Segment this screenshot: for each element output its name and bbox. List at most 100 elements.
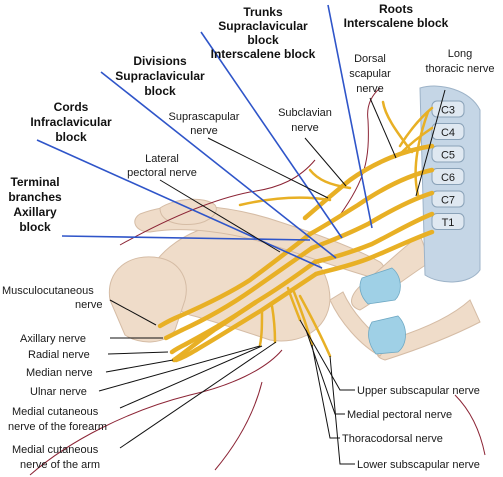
axillary-branch	[163, 327, 185, 341]
terminal-label-line4: block	[19, 220, 51, 234]
terminal-label-line3: Axillary	[13, 205, 57, 219]
roots-label-line1: Roots	[379, 2, 413, 16]
dorsal-scapular-label-2: scapular	[349, 68, 391, 80]
vertebra-t1-body	[431, 213, 465, 230]
musculocutaneous-label-1: Musculocutaneous	[2, 285, 94, 297]
divisions-label-line1: Divisions	[133, 54, 187, 68]
vertebra-c4-label: C4	[441, 127, 455, 139]
terminal-label-line1: Terminal	[10, 175, 59, 189]
upper-subscapular-label: Upper subscapular nerve	[357, 385, 480, 397]
costal-cartilage-2	[368, 315, 406, 355]
cords-block-line	[36, 139, 323, 269]
suprascapular-branch	[238, 196, 332, 207]
trunks-label-line1: Trunks	[243, 5, 283, 19]
thoracodorsal-label: Thoracodorsal nerve	[342, 433, 443, 445]
leader-median	[105, 359, 174, 373]
costal-cartilage-1	[359, 267, 401, 305]
vertebra-c7-body	[431, 190, 465, 208]
leader-musculocutaneous	[109, 299, 157, 326]
lateral-cord	[177, 231, 313, 319]
leader-med-cut-arm	[119, 341, 277, 449]
vertebra-c6-body	[431, 168, 465, 185]
leader-thoracodorsal	[311, 344, 340, 439]
vessel-upper-right	[339, 87, 381, 216]
vessel-lower-left	[29, 349, 283, 476]
subclavian-label-1: Subclavian	[278, 107, 332, 119]
lower-subscapular-branch	[298, 294, 332, 358]
upper-root-c3c4	[398, 106, 434, 148]
terminal-label-line2: branches	[8, 190, 62, 204]
divisions-block-line	[100, 71, 337, 259]
upper-subscapular-branch	[286, 286, 302, 322]
block-level-lines	[36, 4, 373, 269]
trunks-label-line3: block	[247, 33, 279, 47]
lateral-pectoral-label-1: Lateral	[145, 153, 179, 165]
cords-label-line3: block	[55, 130, 87, 144]
dorsal-scapular-branch	[381, 100, 414, 154]
cords-label-line1: Cords	[54, 100, 89, 114]
cords-label-line2: Infraclavicular	[30, 115, 112, 129]
leader-lateral-pectoral	[159, 179, 281, 253]
leader-suprascapular	[207, 137, 329, 199]
med-cut-arm-label-1: Medial cutaneous	[12, 444, 99, 456]
med-cut-forearm-label-1: Medial cutaneous	[12, 406, 99, 418]
leader-lower-subscapular	[329, 355, 355, 465]
musculocutaneous-branch	[157, 313, 183, 329]
long-thoracic-label-1: Long	[448, 48, 472, 60]
med-cut-forearm-label-2: nerve of the forearm	[8, 421, 107, 433]
med-cut-arm-label-2: nerve of the arm	[20, 459, 100, 471]
leader-subclavian	[304, 137, 347, 187]
med-cut-forearm-branch	[258, 308, 264, 347]
divisions-label-line3: block	[144, 84, 176, 98]
root-t1	[313, 229, 435, 277]
nerve-labels: Dorsal scapular nerve Long thoracic nerv…	[2, 48, 495, 471]
ulnar-branch	[171, 299, 259, 363]
long-thoracic-label-2: thoracic nerve	[425, 63, 494, 75]
vertebra-c6-label: C6	[441, 172, 455, 184]
block-labels: Roots Interscalene block Trunks Supracla…	[8, 2, 448, 234]
vessel-upper-left	[119, 159, 316, 246]
leader-lines	[98, 89, 446, 465]
roots-label-line2: Interscalene block	[344, 16, 449, 30]
trunks-label-line2: Supraclavicular	[218, 19, 308, 33]
leader-radial	[107, 351, 169, 355]
median-label: Median nerve	[26, 367, 93, 379]
leader-med-cut-forearm	[119, 345, 263, 409]
ulnar-label: Ulnar nerve	[30, 386, 87, 398]
medial-pectoral-label: Medial pectoral nerve	[347, 409, 452, 421]
vertebra-c5-label: C5	[441, 150, 455, 162]
vessels	[29, 87, 486, 476]
vertebra-c7-label: C7	[441, 195, 455, 207]
vertebra-c4-body	[431, 123, 465, 140]
musculocutaneous-label-2: nerve	[75, 299, 103, 311]
dorsal-scapular-label-3: nerve	[356, 83, 384, 95]
root-c8	[312, 211, 435, 265]
radial-branch	[169, 341, 189, 355]
brachial-plexus-nerves	[157, 100, 435, 363]
leader-upper-subscapular	[299, 319, 355, 391]
vertebra-c3-label: C3	[441, 105, 455, 117]
axillary-label: Axillary nerve	[20, 333, 86, 345]
vertebra-c5-body	[431, 145, 465, 163]
humerus	[108, 256, 187, 343]
lateral-pectoral-label-2: pectoral nerve	[127, 167, 197, 179]
leader-long-thoracic	[415, 89, 446, 197]
terminal-block-line	[61, 235, 311, 241]
divisions-label-line2: Supraclavicular	[115, 69, 205, 83]
leader-dorsal-scapular	[369, 97, 397, 159]
root-c6	[307, 167, 435, 237]
radial-label: Radial nerve	[28, 349, 90, 361]
posterior-cord	[179, 245, 315, 333]
vertebra-t1-label: T1	[442, 217, 455, 229]
thoracodorsal-branch	[292, 290, 314, 347]
lower-subscapular-label: Lower subscapular nerve	[357, 459, 480, 471]
trunks-block-line	[200, 31, 343, 239]
upper-root-c4	[398, 126, 434, 156]
vessel-right-small	[454, 394, 486, 456]
subclavian-label-2: nerve	[291, 122, 319, 134]
subclavian-branch	[308, 168, 352, 190]
vessel-lower-mid	[214, 381, 263, 471]
leader-ulnar	[98, 345, 261, 392]
